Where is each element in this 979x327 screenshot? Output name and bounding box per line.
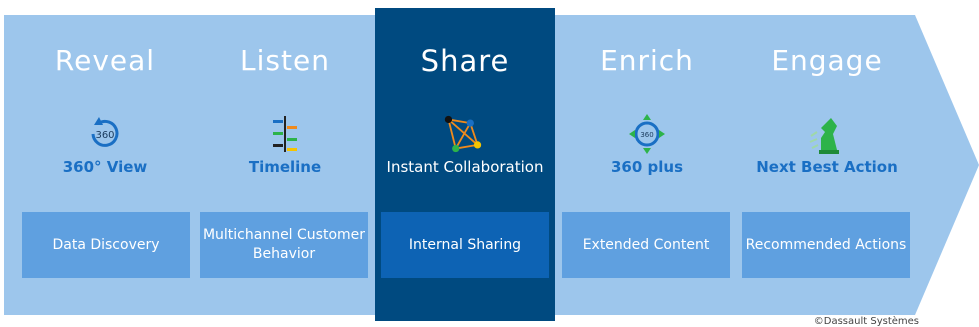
stage-box: Data Discovery <box>22 212 190 278</box>
stage-title: Listen <box>240 44 330 77</box>
360-plus-icon: 360 <box>629 114 665 154</box>
stage-box: Internal Sharing <box>381 212 549 278</box>
stage-box: Extended Content <box>562 212 730 278</box>
stage-listen: Listen Timeline Multichannel Customer Be… <box>200 0 370 327</box>
stage-reveal: Reveal 360 360° View Data Discovery <box>20 0 190 327</box>
360-view-icon: 360 <box>91 117 119 147</box>
stage-engage: Engage Next Best Action Recommended Acti… <box>742 0 912 327</box>
timeline-icon <box>273 116 297 152</box>
stage-title: Share <box>420 44 510 78</box>
stage-label: 360° View <box>62 158 148 176</box>
collaboration-network-icon <box>444 115 482 153</box>
stage-label: Next Best Action <box>756 158 898 176</box>
svg-text:360: 360 <box>95 130 114 141</box>
stage-box: Multichannel Customer Behavior <box>200 212 368 278</box>
stage-label: Instant Collaboration <box>386 158 544 176</box>
stage-share: Share Instant Collaboration Internal Sha… <box>375 0 555 327</box>
stage-box: Recommended Actions <box>742 212 910 278</box>
chess-knight-icon <box>809 118 839 154</box>
stage-label: Timeline <box>248 158 322 176</box>
svg-text:360: 360 <box>640 131 653 139</box>
stage-title: Enrich <box>600 44 694 77</box>
stage-title: Engage <box>771 44 883 77</box>
stage-label: 360 plus <box>610 158 684 176</box>
copyright-text: ©Dassault Systèmes <box>813 316 919 327</box>
stage-title: Reveal <box>54 44 156 77</box>
stage-enrich: Enrich 360 360 plus Extended Content <box>562 0 732 327</box>
